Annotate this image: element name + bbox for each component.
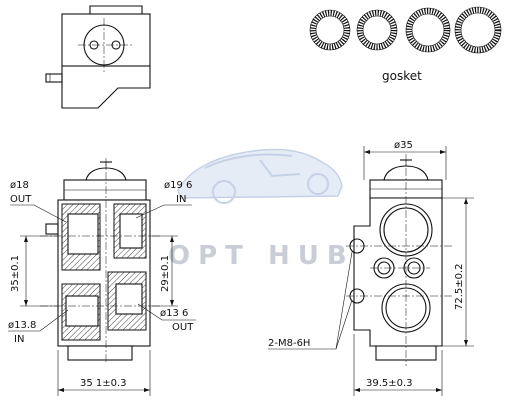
out-top-size-label: ø18 <box>10 180 29 191</box>
in-bottom-size-label: ø13.8 <box>8 320 36 331</box>
gasket-ring-3 <box>405 7 451 53</box>
front-section-view: 35±0.1 29±0.1 35 1±0.3 ø18 OUT ø19 6 IN … <box>8 158 196 396</box>
height-left-label: 35±0.1 <box>10 255 21 292</box>
height-right-label: 29±0.1 <box>160 255 171 292</box>
top-view <box>45 5 151 109</box>
gasket-rings: gosket <box>309 6 502 83</box>
in-top-size-label: ø19 6 <box>164 180 192 191</box>
side-view: ø35 72.5±0.2 2-M8-6H 39.5±0.3 <box>268 140 474 396</box>
out-bottom-word-label: OUT <box>172 322 194 333</box>
height-label: 72.5±0.2 <box>454 263 465 310</box>
gasket-ring-4 <box>454 6 502 54</box>
watermark-text: OPT HUB <box>168 241 355 271</box>
gasket-ring-2 <box>356 9 398 51</box>
watermark: OPT HUB <box>168 148 355 271</box>
gasket-ring-1 <box>309 9 351 51</box>
in-bottom-word-label: IN <box>14 334 24 345</box>
gasket-label: gosket <box>382 69 422 83</box>
width-label: 39.5±0.3 <box>366 378 413 389</box>
watermark-car-icon <box>177 148 343 204</box>
out-bottom-size-label: ø13 6 <box>160 308 188 319</box>
top-diameter-label: ø35 <box>394 140 413 151</box>
thread-label: 2-M8-6H <box>268 338 310 349</box>
out-top-word-label: OUT <box>10 194 32 205</box>
in-top-word-label: IN <box>176 194 186 205</box>
width-bottom-label: 35 1±0.3 <box>80 378 127 389</box>
